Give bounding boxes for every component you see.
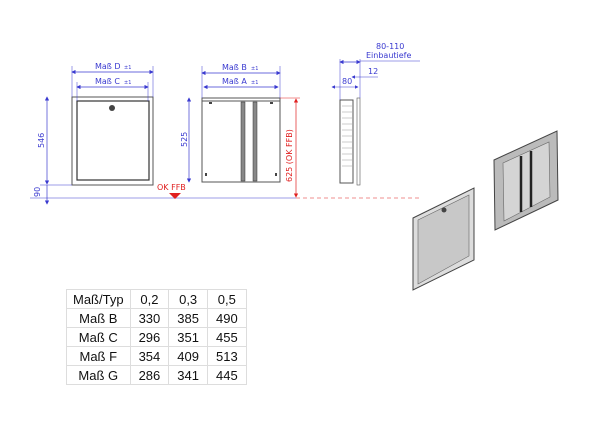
depth-range: 80-110: [376, 42, 404, 51]
floor-label: OK FFB: [157, 183, 186, 192]
table-header-row: Maß/Typ 0,2 0,3 0,5: [66, 289, 247, 309]
lock-icon: [109, 105, 115, 111]
floor-marker-icon: [169, 193, 181, 199]
dim-b-label: Maß B: [222, 63, 247, 72]
depth-label: Einbautiefe: [366, 51, 411, 60]
iso-door: [412, 187, 475, 291]
height-546: 546: [37, 133, 46, 148]
side-view: 80-110 Einbautiefe 12 80: [331, 42, 420, 186]
height-625: 625 (OK FFB): [285, 129, 294, 182]
body-80: 80: [342, 77, 352, 86]
iso-box: [493, 130, 559, 231]
dim-d-label: Maß D: [95, 62, 121, 71]
frame-12: 12: [368, 67, 378, 76]
height-525: 525: [180, 132, 189, 147]
svg-text:±1: ±1: [251, 66, 258, 72]
floor-gap-90: 90: [33, 187, 42, 197]
front-view: Maß D ±1 Maß C ±1 546 90: [33, 62, 154, 205]
dim-a-label: Maß A: [222, 77, 247, 86]
svg-text:±1: ±1: [251, 80, 258, 86]
back-view: Maß B ±1 Maß A ±1 525 625 (OK FFB): [180, 63, 300, 198]
dim-c-label: Maß C: [95, 77, 120, 86]
svg-text:±1: ±1: [124, 80, 131, 86]
svg-text:±1: ±1: [124, 65, 131, 71]
